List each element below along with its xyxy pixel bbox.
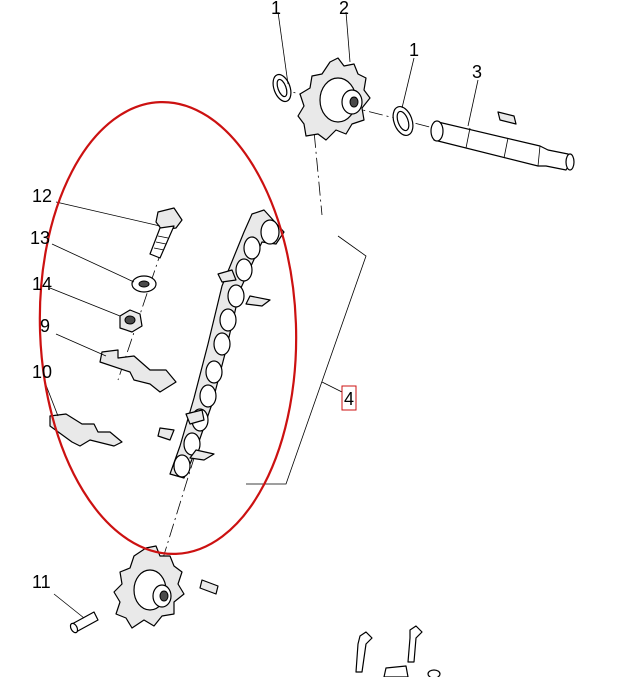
callout-12: 12 [32, 186, 52, 206]
callout-11: 11 [32, 572, 51, 592]
guide-plate-10 [49, 413, 123, 447]
callout-9: 9 [40, 316, 50, 336]
pin [69, 611, 99, 634]
callout-4-box [341, 385, 357, 411]
shaft-key [497, 111, 517, 125]
bolt [149, 207, 183, 259]
callout-1-right: 1 [409, 40, 419, 60]
roller-chain [157, 209, 285, 479]
label-4-leader [321, 381, 343, 393]
split-pins [355, 625, 441, 677]
label-3-leader [467, 79, 479, 127]
washer [131, 275, 157, 293]
label-2-leader [345, 11, 351, 63]
lower-sprocket [113, 545, 185, 629]
label-12-leader [55, 201, 161, 227]
callout-2: 2 [339, 0, 349, 18]
label-1-left-leader [277, 11, 289, 85]
callout-4: 4 [344, 389, 354, 409]
label-1-right-leader [401, 57, 415, 109]
highlight-ellipse [38, 100, 298, 556]
callout-1-left: 1 [271, 0, 281, 18]
drive-shaft [430, 120, 575, 171]
nut [119, 309, 143, 333]
callout-14: 14 [32, 274, 52, 294]
label-13-leader [51, 243, 135, 283]
callout-10: 10 [32, 362, 52, 382]
upper-sprocket [297, 57, 371, 141]
label-9-leader [55, 333, 107, 357]
group-bracket [246, 235, 367, 485]
label-11-leader [53, 593, 85, 619]
guide-plate-9 [99, 349, 177, 393]
callout-3: 3 [472, 62, 482, 82]
circlip-right [392, 105, 414, 137]
callout-13: 13 [30, 228, 50, 248]
circlip-left [272, 73, 292, 103]
label-14-leader [49, 287, 121, 317]
lower-key [199, 579, 219, 595]
chain-axis [311, 109, 323, 216]
